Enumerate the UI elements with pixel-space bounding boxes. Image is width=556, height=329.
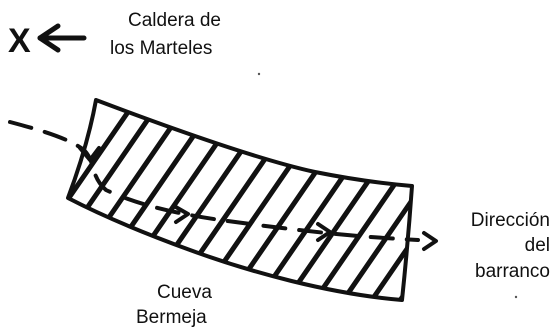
flow-arrow-icons: [78, 146, 438, 251]
direccion-label-line3: barranco: [475, 261, 550, 282]
flow-arrowhead-1: [78, 146, 101, 162]
x-marker-label: X: [8, 22, 31, 60]
band-outline: [66, 98, 414, 302]
x-marker: X: [8, 22, 31, 60]
flow-arrowhead-2: [172, 204, 190, 224]
cueva-label-line1: Cueva: [157, 282, 212, 303]
direccion-label-line2: del: [525, 235, 550, 256]
caldera-label-line1: Caldera de: [128, 10, 221, 31]
flow-arrowhead-3: [316, 222, 332, 242]
flow-arrowhead-4: [422, 231, 438, 251]
hatched-band: [66, 98, 414, 302]
speck-dot: [514, 295, 518, 299]
flow-path: [8, 120, 420, 242]
speck-dot: [257, 72, 261, 76]
left-arrow-icon: [37, 23, 87, 53]
flow-dashed-line: [8, 120, 420, 242]
caldera-label-line2: los Marteles: [110, 38, 212, 59]
direccion-label-line1: Dirección: [471, 210, 550, 231]
cueva-label-line2: Bermeja: [136, 307, 207, 328]
